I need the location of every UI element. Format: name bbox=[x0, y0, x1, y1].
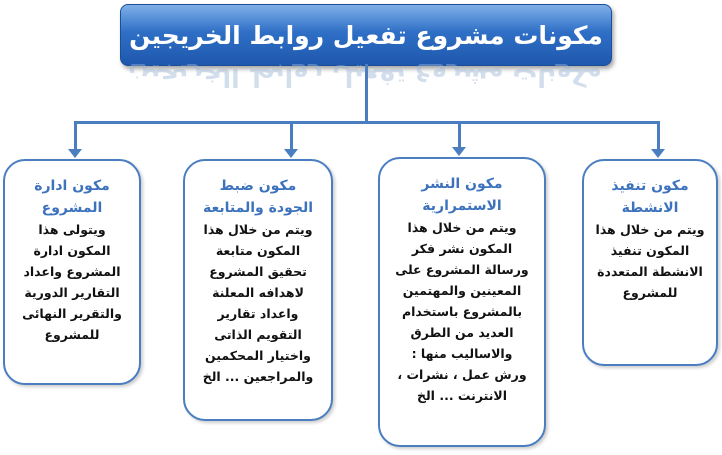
box-text: لاهدافه المعلنة bbox=[212, 285, 304, 300]
box-text: ورش عمل ، نشرات ، bbox=[397, 367, 527, 382]
arrow-2 bbox=[284, 149, 298, 158]
connector-vertical-main bbox=[365, 64, 368, 122]
box-text: ويتم من خلال هذا bbox=[595, 222, 705, 237]
box-title: الاستمرارية bbox=[422, 198, 502, 214]
box-text: المكون متابعة bbox=[215, 243, 301, 258]
box-text: والاساليب منها : bbox=[411, 346, 513, 361]
box-text: التقويم الذاتى bbox=[214, 327, 302, 342]
box-activities-implementation: مكون تنفيذ الانشطة ويتم من خلال هذا المك… bbox=[582, 159, 718, 366]
box-text: المكون نشر فكر bbox=[411, 241, 513, 256]
box-title: مكون ضبط bbox=[219, 178, 297, 194]
connector-4 bbox=[657, 121, 660, 151]
box-title: مكون النشر bbox=[421, 176, 503, 192]
box-text: المكون تنفيذ bbox=[610, 243, 690, 258]
box-text: تحقيق المشروع bbox=[209, 264, 307, 279]
box-text: والتقرير النهائى bbox=[22, 306, 122, 321]
box-title: المشروع bbox=[41, 200, 103, 216]
box-text: واختيار المحكمين bbox=[205, 348, 311, 363]
box-text: الانترنت ... الخ bbox=[416, 388, 508, 403]
arrow-1 bbox=[68, 149, 82, 158]
box-title: الجودة والمتابعة bbox=[202, 200, 313, 216]
box-text: للمشروع bbox=[622, 285, 678, 300]
connector-1 bbox=[74, 121, 77, 151]
box-text: الانشطة المتعددة bbox=[597, 264, 703, 279]
box-title: مكون ادارة bbox=[34, 178, 110, 194]
box-text: ورسالة المشروع على bbox=[395, 262, 529, 277]
connector-3 bbox=[458, 121, 461, 149]
arrow-3 bbox=[452, 147, 466, 156]
box-dissemination: مكون النشر الاستمرارية ويتم من خلال هذا … bbox=[378, 157, 546, 447]
box-text: والمراجعين ... الخ bbox=[202, 369, 314, 384]
box-title: مكون تنفيذ bbox=[611, 178, 689, 194]
box-project-management: مكون ادارة المشروع ويتولى هذا المكون ادا… bbox=[3, 159, 141, 385]
box-text: ويتم من خلال هذا bbox=[203, 222, 313, 237]
box-title: الانشطة bbox=[621, 200, 679, 216]
box-text: التقارير الدورية bbox=[24, 285, 120, 300]
box-text: للمشروع bbox=[44, 327, 100, 342]
box-text: العديد من الطرق bbox=[410, 325, 514, 340]
box-text: ويتولى هذا bbox=[38, 222, 106, 237]
connector-2 bbox=[290, 121, 293, 151]
box-text: المعينين والمهتمين bbox=[402, 283, 522, 298]
box-text: المكون ادارة bbox=[33, 243, 111, 258]
box-text: المشروع واعداد bbox=[23, 264, 121, 279]
box-quality-monitoring: مكون ضبط الجودة والمتابعة ويتم من خلال ه… bbox=[183, 159, 333, 421]
box-text: واعداد تقارير bbox=[217, 306, 299, 321]
box-text: ويتم من خلال هذا bbox=[407, 220, 517, 235]
box-text: بالمشروع باستخدام bbox=[401, 304, 523, 319]
connector-horizontal bbox=[74, 121, 660, 124]
arrow-4 bbox=[651, 149, 665, 158]
diagram-title: مكونات مشروع تفعيل روابط الخريجين bbox=[120, 4, 612, 66]
